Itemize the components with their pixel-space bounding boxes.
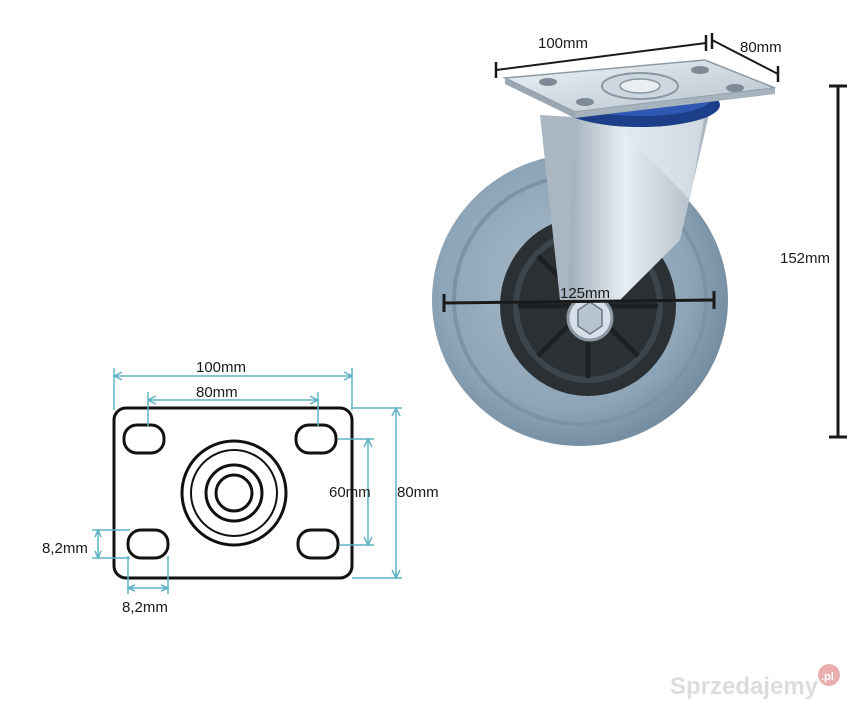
dimension-wheel-diameter: 125mm (442, 285, 716, 312)
top-depth-label: 80mm (740, 39, 782, 56)
plate-height-label: 80mm (397, 484, 439, 501)
dimension-top-depth: 80mm (710, 33, 782, 82)
mounting-plate-drawing (112, 406, 354, 580)
mount-slot-top-left (122, 423, 166, 455)
dimension-hole-spacing-y (338, 437, 374, 547)
top-width-label: 100mm (538, 35, 588, 52)
wheel-diameter-label: 125mm (560, 285, 610, 302)
dimension-slot-width (126, 556, 170, 594)
dimension-plate-height (352, 406, 402, 580)
slot-height-label: 8,2mm (42, 540, 88, 557)
mount-slot-top-right (294, 423, 338, 455)
dimension-height: 152mm (780, 84, 847, 439)
dimension-slot-height (92, 528, 130, 560)
slot-width-label: 8,2mm (122, 599, 168, 616)
plate-center-hole (214, 473, 254, 513)
height-label: 152mm (780, 250, 830, 267)
plate-outline (112, 406, 354, 580)
hole-spacing-y-label: 60mm (329, 484, 371, 501)
dimension-plate-width (112, 368, 354, 410)
caster-photo (432, 59, 776, 446)
caster-fork (540, 110, 710, 300)
dimension-hole-spacing-x (146, 392, 320, 426)
watermark-suffix: .pl (821, 671, 834, 683)
watermark-text: Sprzedajemy (670, 673, 819, 700)
mount-slot-bottom-right (296, 528, 340, 560)
mount-slot-bottom-left (126, 528, 170, 560)
watermark-badge (818, 664, 840, 686)
watermark-logo: Sprzedajemy .pl (670, 664, 840, 700)
plate-width-label: 100mm (196, 359, 246, 376)
plate-center-ring (180, 439, 288, 547)
caster-top-plate (502, 59, 776, 118)
hole-spacing-x-label: 80mm (196, 384, 238, 401)
dimension-top-width: 100mm (494, 35, 708, 78)
